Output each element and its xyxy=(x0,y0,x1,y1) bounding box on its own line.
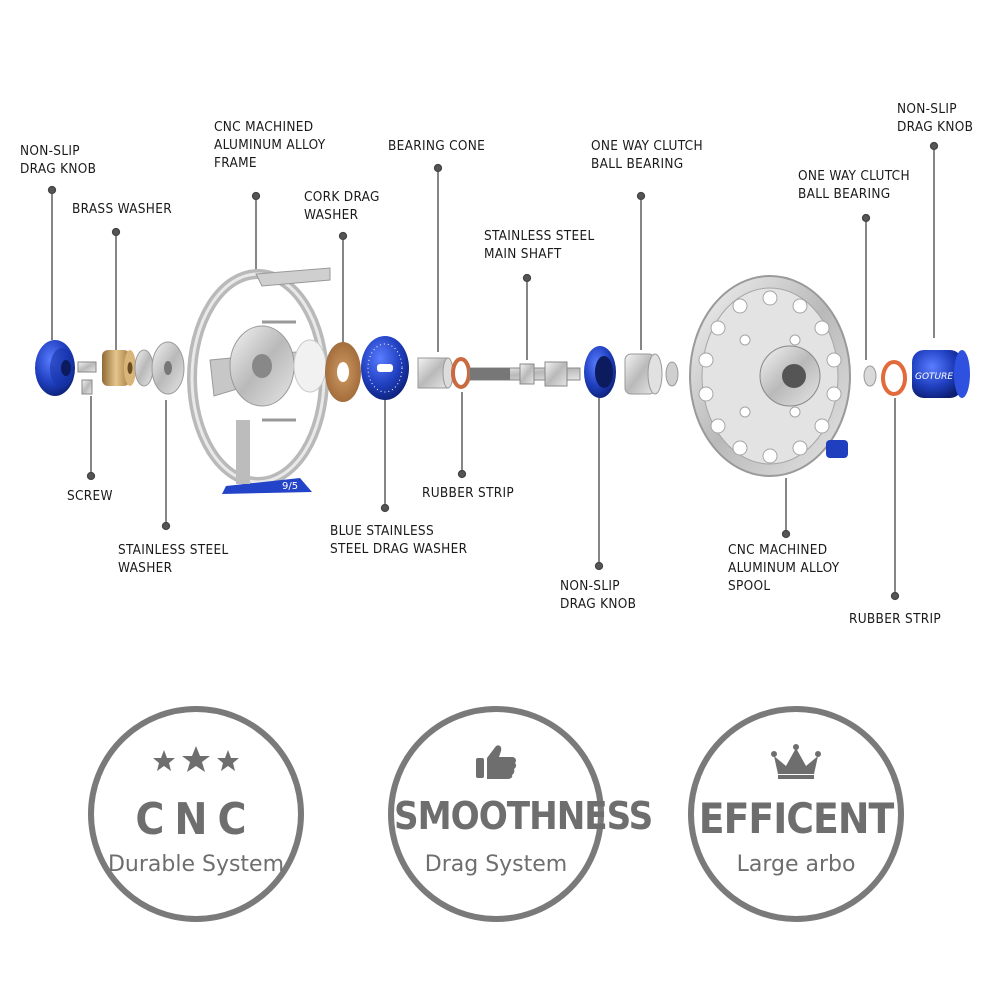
right-drag-knob: GOTURE xyxy=(912,350,970,398)
clutch-bearing-part-1 xyxy=(624,353,679,395)
badge-cnc-title: CNC xyxy=(135,794,257,845)
label-blue-washer: BLUE STAINLESS STEEL DRAG WASHER xyxy=(330,523,468,557)
label-cnc-frame: CNC MACHINED ALUMINUM ALLOY FRAME xyxy=(214,119,326,171)
mid-drag-knob xyxy=(584,346,616,398)
badge-efficent: EFFICENT Large arbo xyxy=(688,706,904,922)
label-ss-washer: STAINLESS STEEL WASHER xyxy=(118,542,229,576)
badge-cnc-subtitle: Durable System xyxy=(107,852,285,877)
knob-brand-text: GOTURE xyxy=(915,372,953,382)
white-washer-part xyxy=(293,339,327,393)
clutch-bearing-part-2 xyxy=(863,365,877,387)
badge-smoothness-subtitle: Drag System xyxy=(424,852,568,877)
label-main-shaft: STAINLESS STEEL MAIN SHAFT xyxy=(484,228,595,262)
reel-spool-part xyxy=(689,275,851,477)
badge-smoothness-title: SMOOTHNESS xyxy=(394,794,653,838)
label-clutch-bearing-1: ONE WAY CLUTCH BALL BEARING xyxy=(591,138,703,172)
crown-icon xyxy=(694,744,898,785)
badge-cnc: CNC Durable System xyxy=(88,706,304,922)
exploded-reel-diagram: 9/5 xyxy=(35,141,970,601)
three-stars-icon xyxy=(94,744,298,779)
main-shaft-part xyxy=(469,361,581,387)
screw-part xyxy=(77,361,97,395)
rubber-strip-part-2 xyxy=(881,360,907,396)
label-clutch-bearing-2: ONE WAY CLUTCH BALL BEARING xyxy=(798,168,910,202)
stainless-washer-part xyxy=(151,341,185,395)
cork-washer-part xyxy=(325,342,361,402)
bearing-cone-part xyxy=(417,357,454,389)
small-washer-part xyxy=(134,349,154,387)
label-rubber-strip-2: RUBBER STRIP xyxy=(849,611,942,627)
frame-foot-text: 9/5 xyxy=(282,481,298,492)
badge-efficent-subtitle: Large arbo xyxy=(736,852,856,877)
left-drag-knob xyxy=(35,340,75,396)
label-nonslip-knob-right: NON-SLIP DRAG KNOB xyxy=(897,101,974,135)
badge-efficent-title: EFFICENT xyxy=(698,794,894,843)
label-rubber-strip-1: RUBBER STRIP xyxy=(422,485,515,501)
thumbs-up-icon xyxy=(394,744,598,785)
badge-smoothness: SMOOTHNESS Drag System xyxy=(388,706,653,922)
label-bearing-cone: BEARING CONE xyxy=(388,138,486,154)
blue-drag-washer-part xyxy=(361,336,409,400)
label-brass-washer: BRASS WASHER xyxy=(72,201,172,217)
rubber-strip-part-1 xyxy=(451,357,471,389)
label-nonslip-knob-mid: NON-SLIP DRAG KNOB xyxy=(560,578,637,612)
label-nonslip-knob-left: NON-SLIP DRAG KNOB xyxy=(20,143,97,177)
label-cnc-spool: CNC MACHINED ALUMINUM ALLOY SPOOL xyxy=(728,542,840,594)
label-screw: SCREW xyxy=(67,488,113,504)
label-cork-washer: CORK DRAG WASHER xyxy=(304,189,380,223)
brass-washer-part xyxy=(102,350,136,386)
